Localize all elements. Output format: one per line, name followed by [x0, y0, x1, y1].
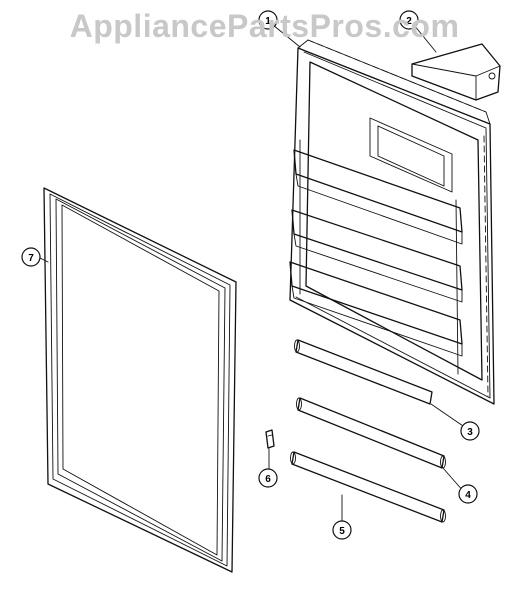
svg-text:6: 6: [265, 474, 271, 485]
callout-7: 7: [21, 247, 41, 267]
door-liner[interactable]: [289, 39, 495, 405]
watermark-logo: AppliancePartsPros.com: [69, 8, 460, 44]
clip-part[interactable]: [265, 429, 275, 449]
callout-4: 4: [458, 484, 478, 504]
leader-lines: [39, 24, 467, 523]
svg-text:2: 2: [406, 16, 412, 27]
door-gasket[interactable]: [43, 187, 237, 573]
callout-6: 6: [258, 468, 278, 488]
callout-2: 2: [399, 10, 419, 30]
svg-text:5: 5: [339, 526, 345, 537]
svg-text:4: 4: [465, 490, 471, 501]
callout-3: 3: [460, 421, 480, 441]
dairy-cover[interactable]: [411, 43, 501, 101]
shelf-bar-4[interactable]: [296, 397, 446, 469]
callout-1: 1: [258, 10, 278, 30]
svg-text:7: 7: [28, 253, 34, 264]
shelf-bar-5[interactable]: [290, 451, 446, 523]
svg-text:3: 3: [467, 427, 473, 438]
shelf-bar-3[interactable]: [294, 339, 433, 405]
svg-text:1: 1: [265, 16, 271, 27]
callout-5: 5: [332, 520, 352, 540]
